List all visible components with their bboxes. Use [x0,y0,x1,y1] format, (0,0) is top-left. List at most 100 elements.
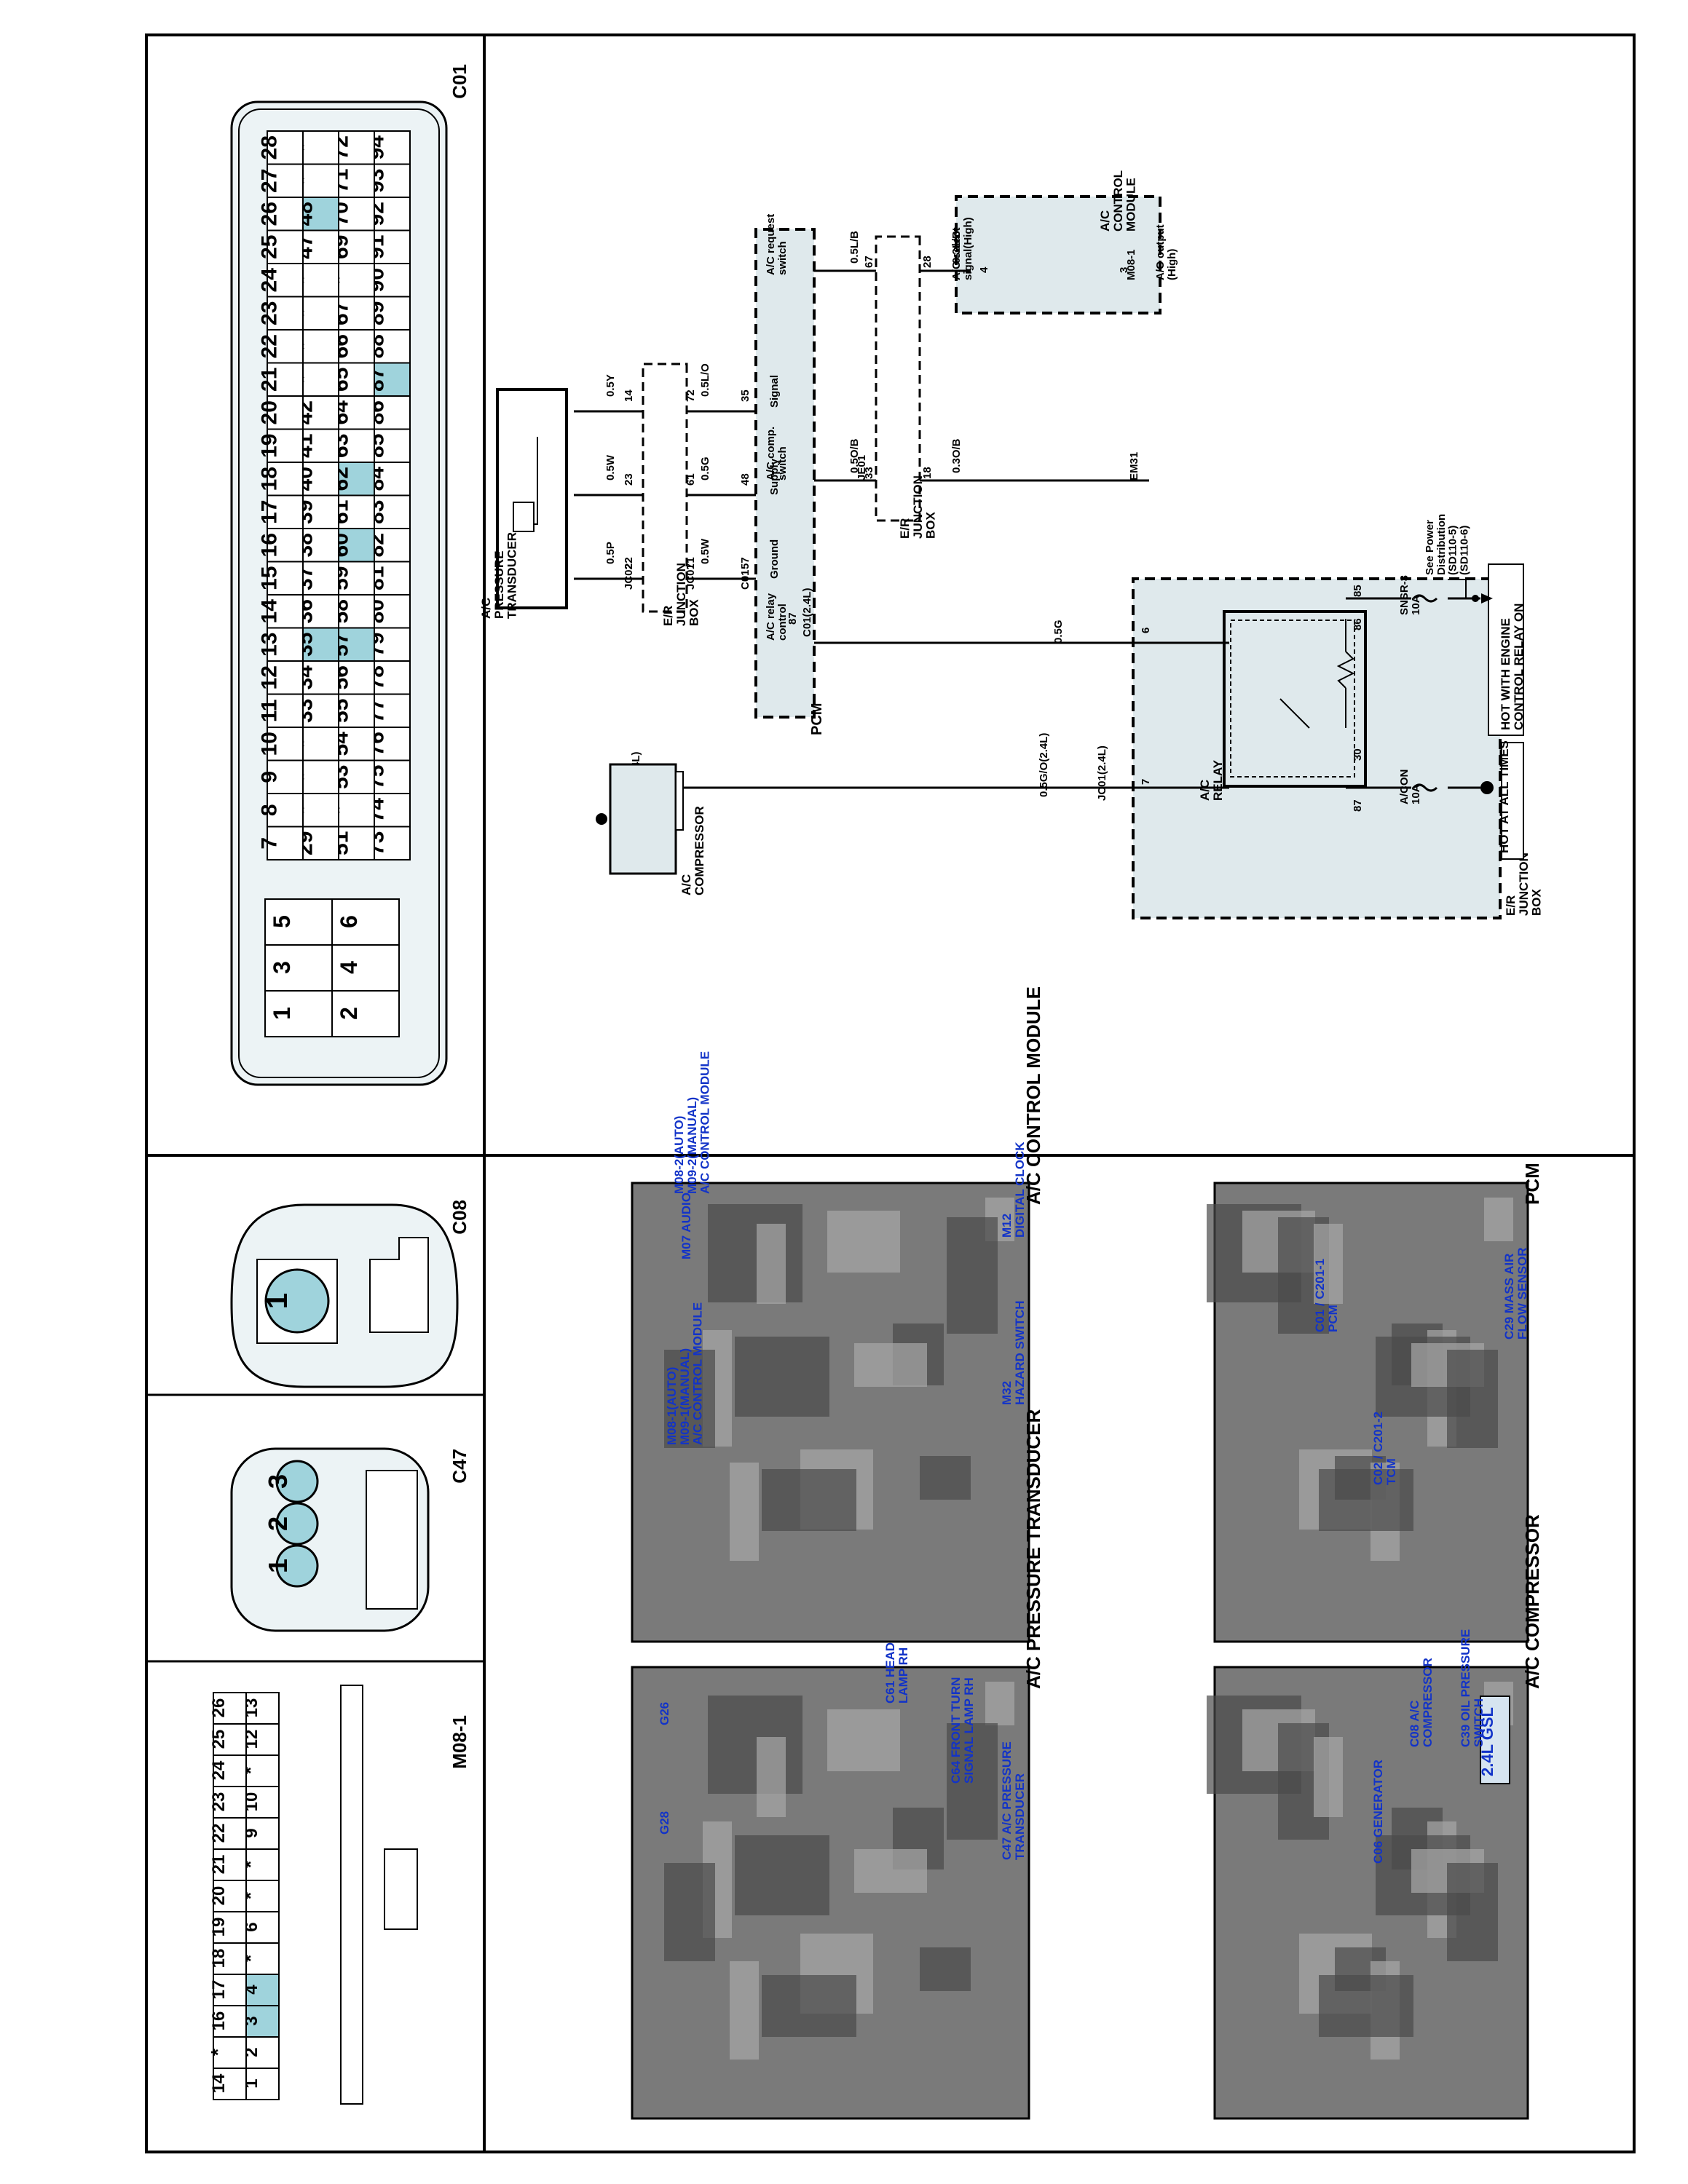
callout-m08-2: M09-2(MANUAL) [685,1097,699,1194]
photo-detail [708,1696,802,1794]
pcm-pin-23: 23 [623,473,635,486]
c01-pin-21: 21 [258,368,282,392]
c47-pin-circle [275,1544,319,1588]
callout-c02: C02 / C201-2 [1371,1412,1385,1485]
callout-m12: DIGITAL CLOCK [1013,1142,1027,1238]
acm-label: A/C [1098,210,1112,232]
callout-c02: TCM [1384,1458,1398,1485]
photo-detail [708,1204,802,1302]
pcm-label: PCM [809,703,825,735]
fuse-acon-label: 10A [1410,784,1422,804]
m08-pin-*: * [240,1860,261,1868]
photo-detail [757,1737,786,1817]
c01-connector-face: 9493929190898887868584838281807978777675… [230,100,448,1086]
photo-detail [735,1835,829,1915]
pcm-c01-conn: C01(2.4L) [801,587,813,637]
ac-relay-inner [1230,620,1355,778]
photo-detail [854,1343,927,1387]
relay-pin-87: 87 [1352,799,1364,812]
er-junction-box-label: JUNCTION [1517,852,1531,916]
power-source-icon [1480,781,1494,794]
c01-pin-11: 11 [258,699,282,722]
ac-pressure-transducer [496,388,568,609]
c01-power-pin-5: 5 [269,915,295,928]
er-junction-box-pcm-label: JUNCTION [674,563,688,626]
hot-engine-label: HOT WITH ENGINE [1499,618,1513,730]
m08-connector-face: 1312*109**6*43212625242322212019181716*1… [207,1685,418,2105]
m08-pin-19: 19 [209,1918,229,1937]
c08-connector-face: 1 [230,1203,459,1388]
c08-latch [369,1237,429,1333]
acm-label: MODULE [1124,178,1138,232]
m08-pin-24: 24 [209,1760,229,1780]
c01-pin-12: 12 [258,665,282,689]
m08-pin-cell [213,2068,247,2100]
acm-output-label: (High) [1166,249,1178,280]
ac-control-module [955,195,1162,314]
pcm-pin-48: 48 [739,473,752,486]
callout-c64: C64 FRONT TURN [949,1677,963,1784]
photo-title-trans: A/C PRESSURE TRANSDUCER [1022,1409,1044,1689]
power-arrow-icon [1481,593,1493,604]
callout-c47: C47 A/C PRESSURE [1000,1741,1014,1860]
callout-c06: C06 GENERATOR [1371,1760,1385,1864]
c01-power-pin-3: 3 [269,961,295,974]
m08-pin-20: 20 [209,1886,229,1906]
see-power-label: See Power [1424,520,1436,575]
acm-pin-67: 67 [863,256,875,268]
c47-latch [366,1470,418,1610]
er-junction-box-label: BOX [1530,889,1544,917]
c01-pin-14: 14 [258,599,282,624]
c01-power-cell [264,990,333,1037]
c01-pin-15: 15 [258,566,282,590]
ground-icon [596,813,607,825]
relay-pcm-wire-label: 0.5G [1052,620,1065,644]
m08-pin-*: * [207,2048,229,2056]
compressor-label: A/C [679,874,693,895]
photo-detail [854,1849,927,1893]
er-junction-box-acm-label: E/R [898,518,912,539]
callout-m08-1: A/C CONTROL MODULE [691,1302,705,1445]
see-power-label: (SD110-5) [1447,526,1459,575]
c47-pin-circle [275,1460,319,1503]
callout-c08: C08 A/C [1408,1700,1421,1747]
er-junction-box-acm-label: BOX [924,512,938,539]
pcm-relay-label: A/C relay [765,593,777,641]
c47-pin-2: 2 [263,1516,293,1531]
pcm-wire-3: 0.5W [699,538,711,564]
m08-pin-22: 22 [209,1824,229,1843]
transducer-sensor-icon [513,502,535,532]
pcm-wire-1: 0.5L/O [699,363,711,397]
compressor-clutch [675,771,684,831]
transducer-label: PRESSURE [492,550,506,619]
c01-pin-23: 23 [258,301,282,325]
c01-pin-19: 19 [258,434,282,458]
c01-pin-8: 8 [258,804,282,816]
pcm-pin-57: 57 [739,557,752,569]
c01-pin-22: 22 [258,334,282,358]
section-title-c08: C08 [449,1200,470,1235]
c08-pin-1: 1 [261,1293,293,1309]
callout-c39: C39 OIL PRESSURE [1459,1629,1472,1747]
relay-pin-30: 30 [1352,748,1364,761]
photo-detail [947,1723,998,1840]
acm-conn: M08-1 [1125,249,1137,280]
relay-pin-85: 85 [1352,585,1364,597]
acm-label: CONTROL [1111,170,1125,232]
photo-detail [827,1211,900,1273]
m08-pin-23: 23 [209,1792,229,1812]
transducer-label: TRANSDUCER [505,532,519,619]
photo-title-comp: A/C COMPRESSOR [1521,1514,1543,1689]
acm-pin-33: 33 [863,467,875,479]
pcm-jc01: JC01 [685,563,697,590]
photo-detail [1314,1224,1343,1304]
c47-connector-face: 321 [230,1447,430,1632]
hot-engine-box [1488,563,1524,736]
relay-pin-86: 86 [1352,618,1364,630]
pcm-req-label: switch [776,241,789,275]
c01-pin-28: 28 [258,135,282,159]
photo-title-acm: A/C CONTROL MODULE [1022,986,1044,1205]
